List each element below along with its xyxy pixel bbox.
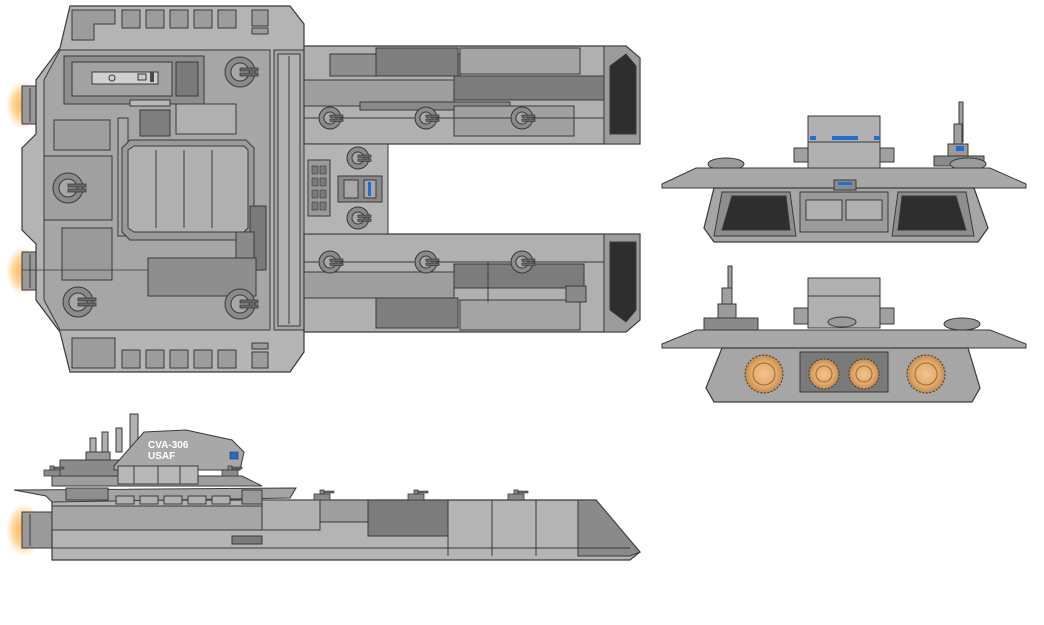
thruster-nozzle-3 [848,358,880,390]
hull-designation: CVA-306 [148,440,189,451]
top-vents-upper [71,9,269,41]
top-view [6,5,641,373]
thruster-nozzle-1 [744,354,784,394]
front-wing-deck [661,167,1027,189]
hull-service-marking: USAF [148,451,175,462]
side-view: CVA-306 USAF [6,413,641,561]
lower-pylon-window [609,241,637,323]
upper-pylon-window [609,53,637,135]
top-vents-lower [71,337,269,369]
rear-wing-deck [661,329,1027,349]
front-window-right [897,195,967,231]
front-window-left [721,195,791,231]
front-view [661,101,1027,243]
thruster-nozzle-2 [808,358,840,390]
rear-thrusters [744,354,946,394]
rear-view [661,265,1027,403]
bridge-window [229,451,239,460]
thruster-nozzle-4 [906,354,946,394]
